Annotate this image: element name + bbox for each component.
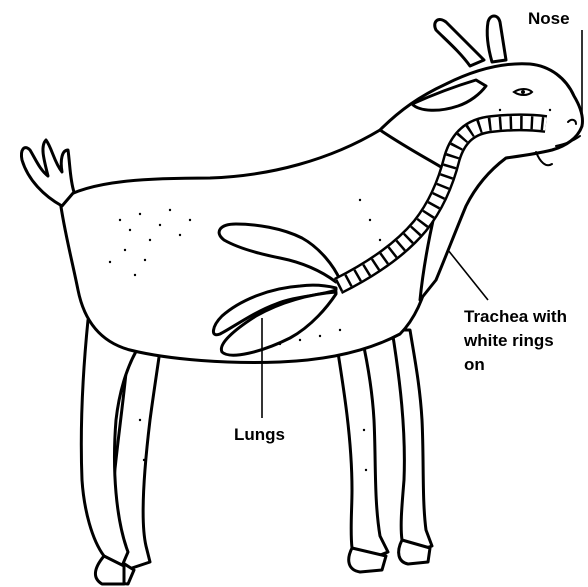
front-leg-near — [336, 338, 388, 560]
goat-horn-front — [487, 16, 506, 62]
lungs-label: Lungs — [234, 425, 285, 444]
trachea-label-line-1: Trachea with — [464, 307, 567, 326]
goat-pupil — [521, 90, 525, 94]
goat-tail — [21, 140, 74, 206]
trachea-label-line-2: white rings — [463, 331, 554, 350]
nose-label: Nose — [528, 9, 570, 28]
trachea-label: Trachea with white rings on — [463, 307, 572, 374]
trachea-label-line-3: on — [464, 355, 485, 374]
trachea-leader-line — [448, 250, 488, 300]
goat-horn-back — [435, 20, 484, 66]
front-leg-far — [392, 330, 432, 552]
